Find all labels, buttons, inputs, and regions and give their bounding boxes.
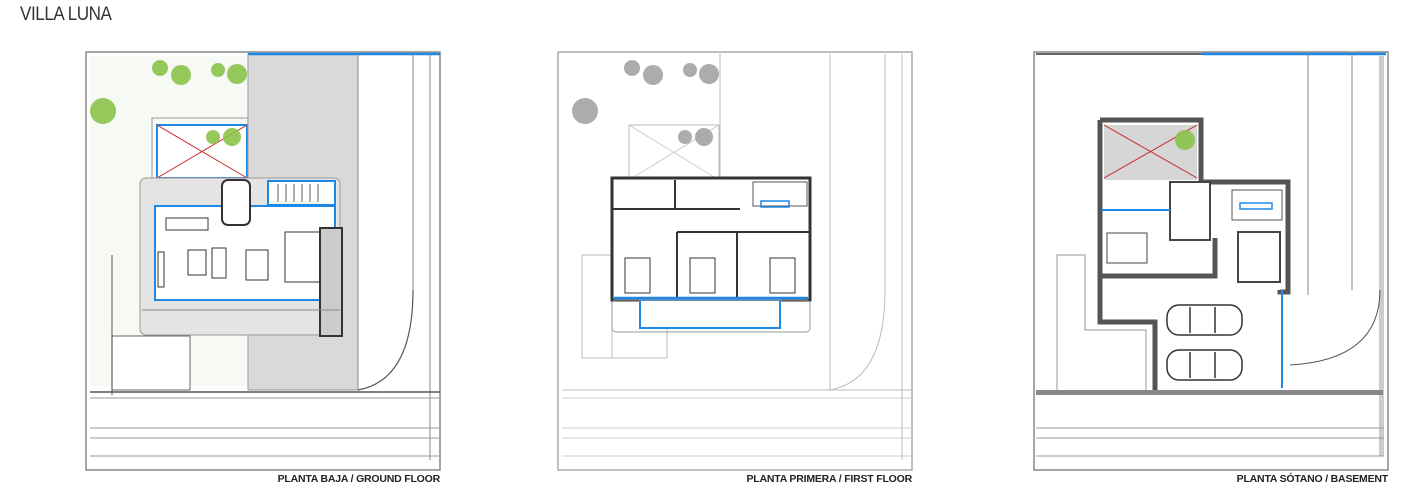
project-title: VILLA LUNA [20, 4, 112, 25]
trees-first [572, 60, 719, 146]
ground-floor-plan [85, 51, 441, 471]
trees-ground [90, 60, 247, 146]
car-icon [1166, 349, 1243, 381]
basement-plan [1033, 51, 1389, 471]
first-floor-caption: PLANTA PRIMERA / FIRST FLOOR [746, 473, 912, 485]
stair [267, 180, 336, 206]
terrace [639, 299, 781, 329]
ground-floor-caption: PLANTA BAJA / GROUND FLOOR [277, 473, 441, 485]
basement-walls [1097, 117, 1291, 390]
car-icon [1166, 304, 1243, 336]
first-floor-plan [557, 51, 913, 471]
basement-caption: PLANTA SÓTANO / BASEMENT [1236, 473, 1389, 485]
